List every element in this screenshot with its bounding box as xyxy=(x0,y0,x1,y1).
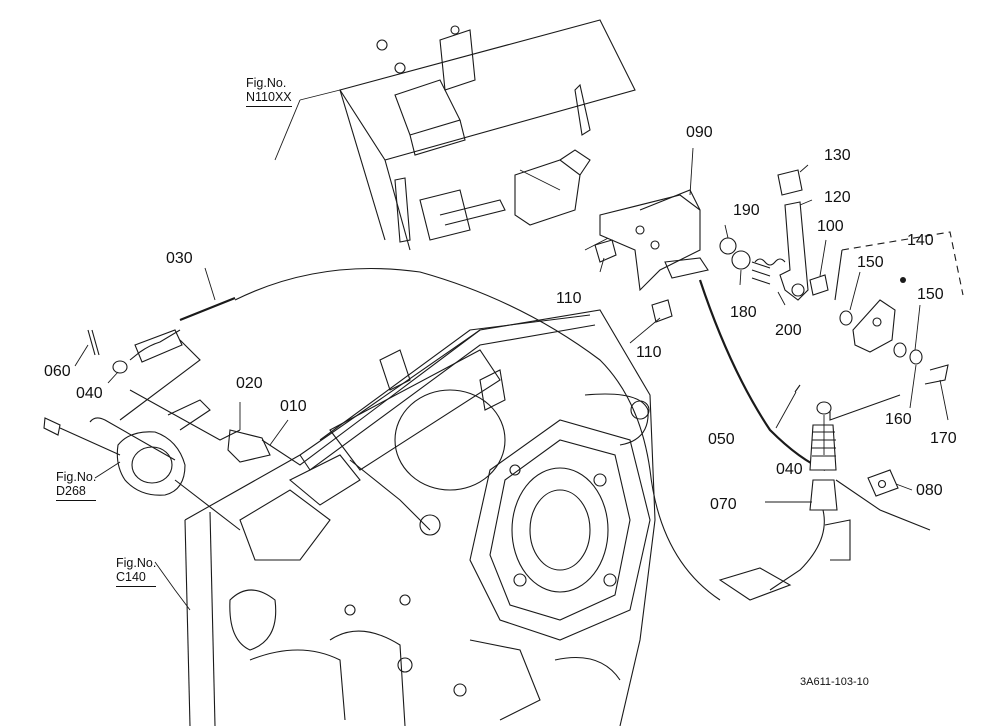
leader-lines xyxy=(74,89,949,611)
callout-110-upper: 110 xyxy=(556,290,582,307)
callout-010: 010 xyxy=(280,398,307,415)
callout-030: 030 xyxy=(166,250,193,267)
callout-120: 120 xyxy=(824,189,851,206)
callout-040-left: 040 xyxy=(76,385,103,402)
figure-ref-label: Fig.No. xyxy=(116,556,157,570)
figure-ref-label: Fig.No. xyxy=(56,470,97,484)
callout-180: 180 xyxy=(730,304,757,321)
callout-200: 200 xyxy=(775,322,802,339)
callout-190: 190 xyxy=(733,202,760,219)
figure-ref-code: C140 xyxy=(116,570,157,587)
callout-060: 060 xyxy=(44,363,71,380)
callout-050: 050 xyxy=(708,431,735,448)
callout-130: 130 xyxy=(824,147,851,164)
upper-frame xyxy=(339,19,636,251)
callout-160: 160 xyxy=(885,411,912,428)
callout-090: 090 xyxy=(686,124,713,141)
callout-170: 170 xyxy=(930,430,957,447)
cable-assembly xyxy=(43,268,721,601)
figure-ref-c140: Fig.No. C140 xyxy=(116,556,157,587)
figure-ref-n110xx: Fig.No. N110XX xyxy=(246,76,292,107)
figure-ref-label: Fig.No. xyxy=(246,76,287,90)
callout-040-right: 040 xyxy=(776,461,803,478)
callout-070: 070 xyxy=(710,496,737,513)
callout-080: 080 xyxy=(916,482,943,499)
callout-020: 020 xyxy=(236,375,263,392)
drawing-code: 3A611-103-10 xyxy=(800,676,869,688)
callout-140: 140 xyxy=(907,232,934,249)
figure-ref-code: N110XX xyxy=(246,90,292,107)
callout-150-left: 150 xyxy=(857,254,884,271)
callout-110-lower: 110 xyxy=(636,344,662,361)
figure-ref-code: D268 xyxy=(56,484,97,501)
transmission-case xyxy=(184,309,656,726)
callout-150-right: 150 xyxy=(917,286,944,303)
callout-100: 100 xyxy=(817,218,844,235)
figure-ref-d268: Fig.No. D268 xyxy=(56,470,97,501)
